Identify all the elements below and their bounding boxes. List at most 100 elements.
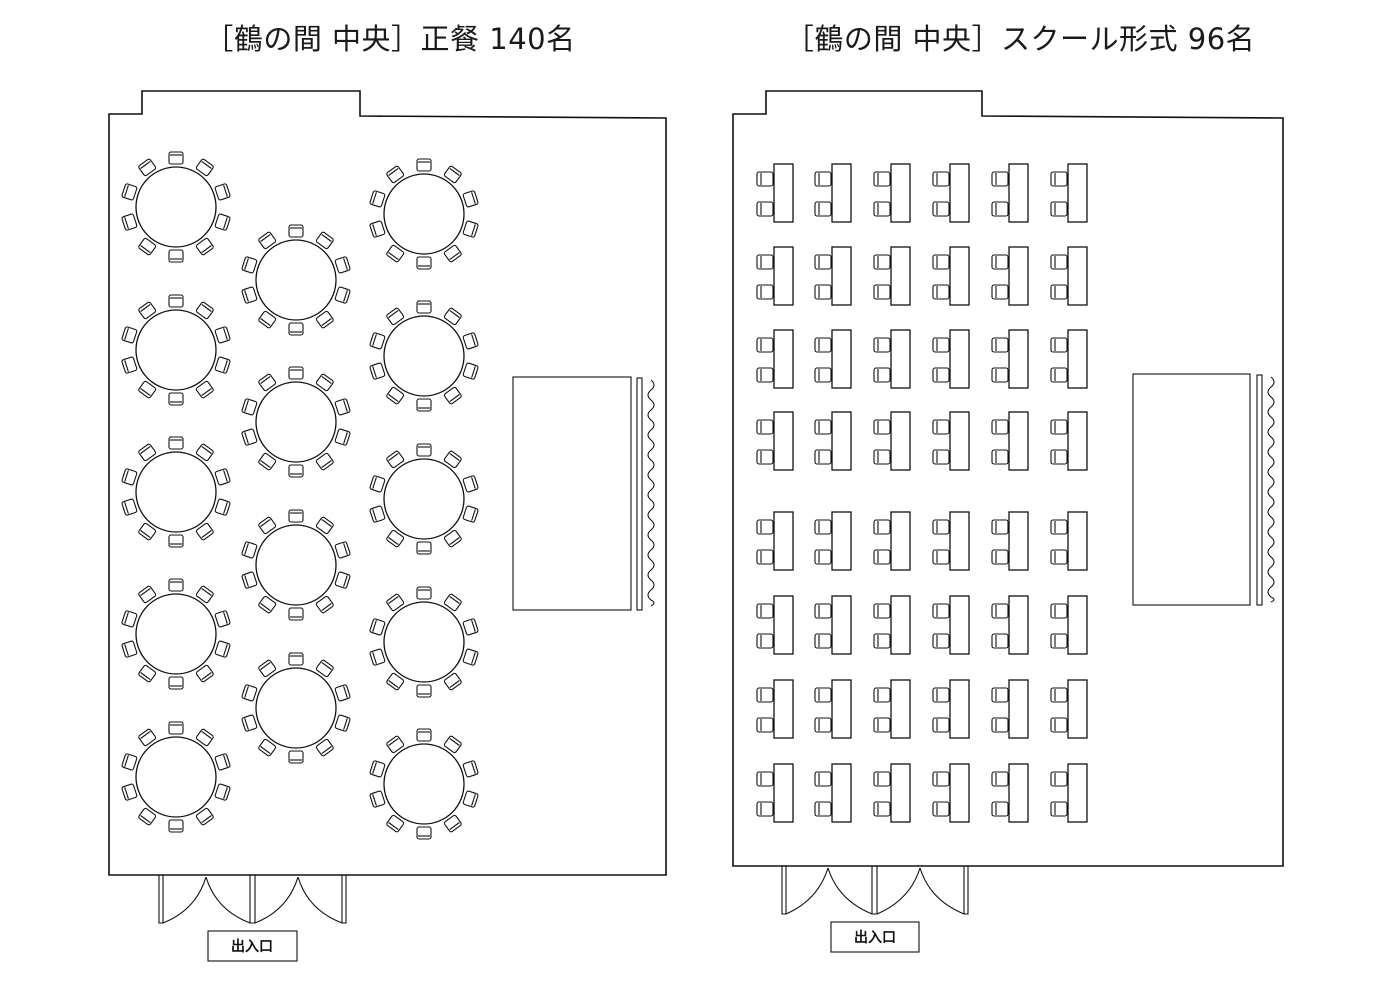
left-entrance-doors <box>158 875 347 924</box>
chair <box>932 201 950 217</box>
chair <box>873 284 891 300</box>
school-desk <box>991 679 1029 739</box>
chair <box>386 735 405 754</box>
chair <box>334 714 351 732</box>
chair <box>258 231 277 250</box>
desk-top <box>949 595 970 655</box>
desk-top <box>831 595 852 655</box>
desk-top <box>949 679 970 739</box>
chair <box>443 735 462 754</box>
chair <box>814 549 832 565</box>
round-table <box>369 443 479 555</box>
round-table <box>369 158 479 270</box>
chair <box>873 449 891 465</box>
school-desk <box>932 679 970 739</box>
school-desk <box>1050 329 1088 389</box>
chair <box>214 610 231 628</box>
chair <box>121 326 138 344</box>
chair <box>991 449 1009 465</box>
school-desk <box>991 329 1029 389</box>
school-desk <box>814 411 852 471</box>
chair <box>315 738 334 757</box>
desk-top <box>890 595 911 655</box>
chair <box>288 750 304 764</box>
chair <box>932 771 950 787</box>
round-table <box>369 300 479 412</box>
chair <box>756 633 774 649</box>
chair <box>462 505 479 523</box>
left-stage <box>512 376 632 611</box>
chair <box>814 717 832 733</box>
chair <box>241 256 258 274</box>
school-desk <box>756 679 794 739</box>
chair <box>138 380 157 399</box>
chair <box>814 519 832 535</box>
chair <box>369 790 386 808</box>
left-entrance-box <box>207 930 298 962</box>
school-desk <box>873 246 911 306</box>
chair <box>315 595 334 614</box>
chair <box>932 449 950 465</box>
school-desk <box>1050 163 1088 223</box>
chair <box>814 603 832 619</box>
round-table <box>241 224 351 336</box>
table-top <box>135 451 217 533</box>
chair <box>873 201 891 217</box>
chair <box>462 220 479 238</box>
school-desk <box>873 679 911 739</box>
chair <box>334 398 351 416</box>
chair <box>932 254 950 270</box>
chair <box>991 771 1009 787</box>
chair <box>443 529 462 548</box>
chair <box>756 449 774 465</box>
school-desk <box>1050 763 1088 823</box>
chair <box>873 419 891 435</box>
school-desk <box>814 329 852 389</box>
left-entrance-label: 出入口 <box>231 938 273 955</box>
chair <box>241 428 258 446</box>
chair <box>462 190 479 208</box>
chair <box>258 738 277 757</box>
chair <box>1050 367 1068 383</box>
school-desk <box>873 411 911 471</box>
chair <box>416 398 432 412</box>
school-desk <box>1050 679 1088 739</box>
round-table <box>369 728 479 840</box>
desk-top <box>1067 763 1088 823</box>
round-table <box>121 294 231 406</box>
chair <box>416 586 432 600</box>
school-desk <box>991 246 1029 306</box>
school-desks-group <box>756 163 1088 823</box>
table-top <box>383 743 465 825</box>
desk-top <box>890 763 911 823</box>
chair <box>168 721 184 735</box>
school-desk <box>814 163 852 223</box>
chair <box>814 633 832 649</box>
chair <box>756 549 774 565</box>
desk-top <box>773 763 794 823</box>
chair <box>315 373 334 392</box>
school-desk <box>932 163 970 223</box>
chair <box>168 249 184 263</box>
chair <box>214 356 231 374</box>
school-desk <box>814 763 852 823</box>
chair <box>462 618 479 636</box>
chair <box>991 801 1009 817</box>
chair <box>814 171 832 187</box>
round-tables-group <box>121 151 479 840</box>
right-room-outline <box>732 90 1284 867</box>
chair <box>121 356 138 374</box>
chair <box>756 171 774 187</box>
chair <box>932 171 950 187</box>
table-top <box>255 381 337 463</box>
school-desk <box>814 679 852 739</box>
right-entrance-label: 出入口 <box>854 929 896 946</box>
chair <box>1050 201 1068 217</box>
chair <box>195 237 214 256</box>
chair <box>1050 449 1068 465</box>
chair <box>121 783 138 801</box>
school-desk <box>1050 511 1088 571</box>
chair <box>214 213 231 231</box>
chair <box>756 337 774 353</box>
